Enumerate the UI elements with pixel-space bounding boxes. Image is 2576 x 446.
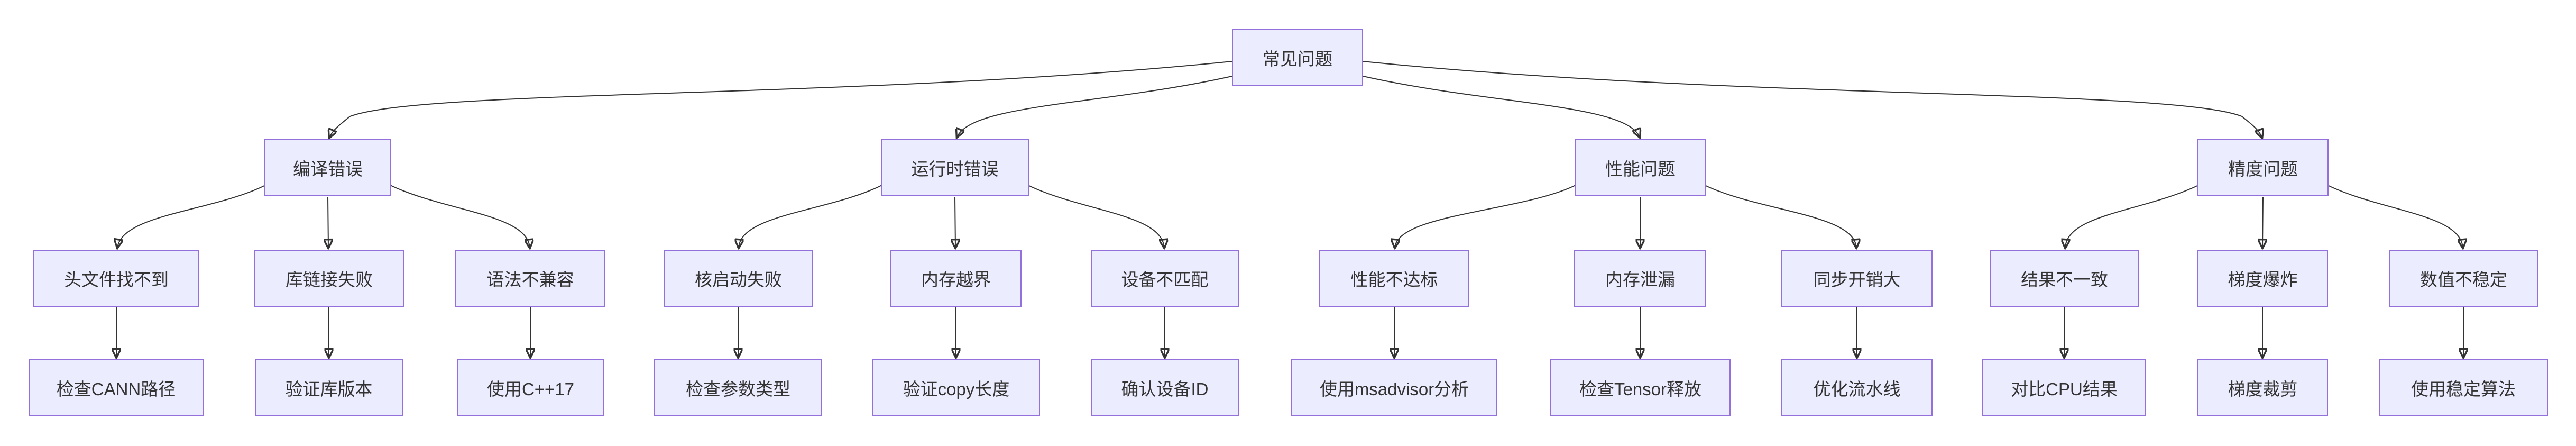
node-branch-precision-issue: 精度问题 xyxy=(2197,139,2329,196)
node-solution-check-param-types: 检查参数类型 xyxy=(654,359,822,416)
node-issue-kernel-launch-failed: 核启动失败 xyxy=(664,250,813,307)
node-solution-verify-lib-version: 验证库版本 xyxy=(255,359,403,416)
node-branch-runtime-error: 运行时错误 xyxy=(881,139,1029,196)
node-issue-performance-below-par: 性能不达标 xyxy=(1319,250,1469,307)
edge-root-precision xyxy=(1363,61,2262,138)
node-solution-verify-copy-length: 验证copy长度 xyxy=(872,359,1040,416)
node-issue-gradient-explosion: 梯度爆炸 xyxy=(2197,250,2328,307)
node-solution-check-cann-path: 检查CANN路径 xyxy=(29,359,204,416)
node-solution-confirm-device-id: 确认设备ID xyxy=(1091,359,1239,416)
edge-root-compile xyxy=(329,61,1232,138)
edge-compile-syntax xyxy=(390,185,530,248)
node-issue-inconsistent-results: 结果不一致 xyxy=(1990,250,2139,307)
node-issue-syntax-incompatible: 语法不兼容 xyxy=(455,250,605,307)
edge-runtime-kernel xyxy=(739,185,882,248)
edge-performance-belowpar xyxy=(1395,185,1576,248)
edge-precision-unstable xyxy=(2327,185,2463,248)
node-solution-compare-cpu-results: 对比CPU结果 xyxy=(1982,359,2146,416)
node-branch-compile-error: 编译错误 xyxy=(264,139,391,196)
edge-precision-inconsistent xyxy=(2065,185,2199,248)
node-solution-use-cpp17: 使用C++17 xyxy=(457,359,604,416)
node-issue-numerically-unstable: 数值不稳定 xyxy=(2389,250,2538,307)
node-solution-use-stable-algorithm: 使用稳定算法 xyxy=(2379,359,2548,416)
node-solution-gradient-clipping: 梯度裁剪 xyxy=(2197,359,2328,416)
edge-precision-explosion xyxy=(2262,196,2263,248)
edge-compile-header xyxy=(117,185,266,248)
edge-root-performance xyxy=(1363,76,1640,137)
node-root: 常见问题 xyxy=(1232,29,1363,86)
node-issue-link-failed: 库链接失败 xyxy=(254,250,404,307)
node-solution-optimize-pipeline: 优化流水线 xyxy=(1781,359,1933,416)
edge-runtime-device xyxy=(1027,185,1164,248)
edge-performance-sync xyxy=(1704,185,1856,248)
edge-root-runtime xyxy=(957,76,1232,137)
node-issue-device-mismatch: 设备不匹配 xyxy=(1091,250,1239,307)
node-solution-check-tensor-release: 检查Tensor释放 xyxy=(1550,359,1731,416)
node-branch-performance-issue: 性能问题 xyxy=(1575,139,1706,196)
node-issue-sync-overhead: 同步开销大 xyxy=(1781,250,1933,307)
node-issue-memory-leak: 内存泄漏 xyxy=(1574,250,1706,307)
node-issue-memory-out-of-bounds: 内存越界 xyxy=(890,250,1022,307)
node-solution-use-msadvisor: 使用msadvisor分析 xyxy=(1291,359,1497,416)
node-issue-header-not-found: 头文件找不到 xyxy=(33,250,199,307)
